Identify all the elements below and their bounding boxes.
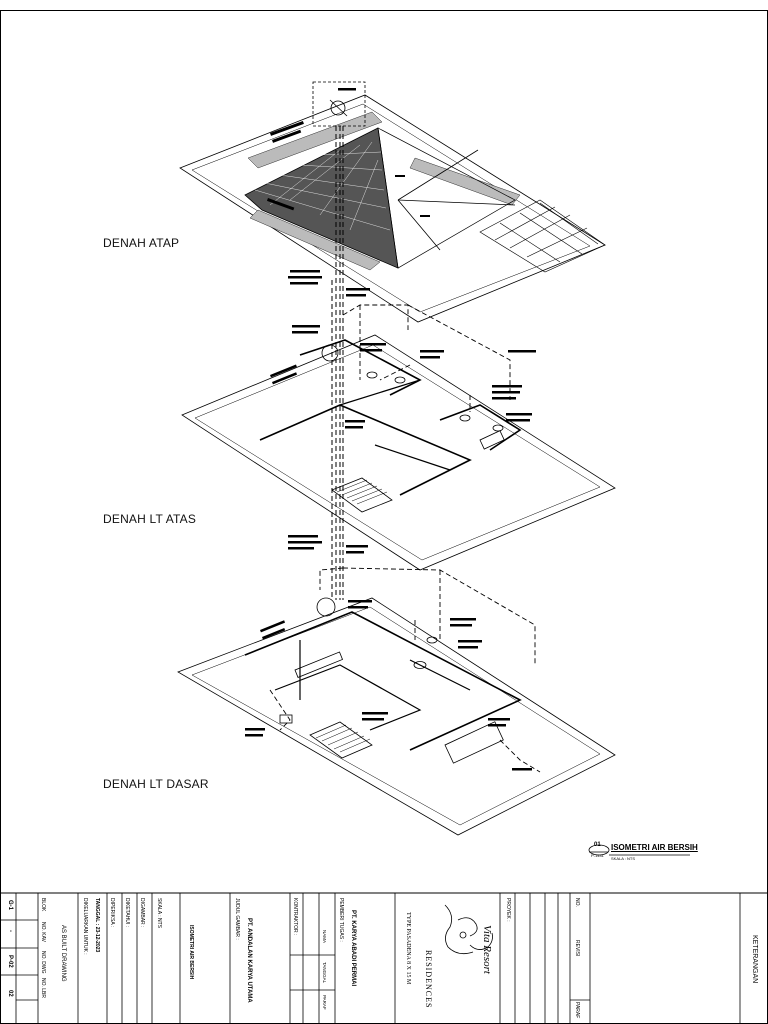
revisi-header: REVISI [574, 940, 580, 957]
lbr-header: NO. LBR [40, 978, 46, 999]
upper-floor-label: DENAH LT ATAS [103, 512, 197, 526]
roof-plan [179, 81, 606, 323]
diketahui-label: DIKETAHUI : [124, 898, 130, 928]
vita-resort-logo-text: Vita Resort [481, 925, 493, 974]
contractor-name: PT. ANDALAN KARYA UTAMA [246, 918, 252, 1003]
drawing-callout-symbol [588, 844, 690, 856]
dikeluarkan-label: DIKELUARKAN UNTUK : [82, 898, 88, 955]
as-built-label: AS BUILT DRAWING [60, 925, 66, 982]
tanggal-value: TANGGAL : 23-12-2023 [94, 898, 100, 953]
kav-value: - [7, 930, 13, 932]
blok-value: G-1 [7, 900, 13, 911]
kav-header: NO. KAV [40, 922, 46, 942]
ground-floor-label: DENAH LT DASAR [103, 777, 209, 791]
tanggal-header: TANGGAL [322, 962, 327, 984]
no-header: NO. [574, 898, 580, 907]
riser-pipes [331, 126, 344, 600]
proyek-label: PROYEK : [505, 898, 511, 922]
title-block-grid [0, 893, 741, 1024]
callout-scale: SKALA : NTS [611, 856, 636, 861]
judul-label: JUDUL GAMBAR : [234, 898, 240, 940]
digambar-label: DIGAMBAR : [139, 898, 145, 928]
pemberi-tugas-label: PEMBERI TUGAS : [338, 898, 344, 942]
diperiksa-label: DIPERIKSA : [109, 898, 115, 928]
keterangan-label: KETERANGAN [751, 935, 758, 984]
blok-header: BLOK [40, 898, 46, 912]
upper-floor-plan [181, 270, 616, 571]
callout-title: ISOMETRI AIR BERSIH [611, 843, 698, 852]
house-type: TYPE PASADENA 8 X 15 M [405, 912, 411, 985]
roof-plan-label: DENAH ATAP [103, 236, 180, 250]
kontraktor-label: KONTRAKTOR : [292, 898, 298, 936]
dwg-header: NO. DWG [40, 951, 46, 974]
ground-floor-plan [177, 535, 616, 836]
paraf-header: PARAF [574, 1002, 580, 1019]
drawing-title: ISOMETRI AIR BERSIH [188, 925, 194, 980]
lbr-value: 02 [7, 990, 13, 997]
dwg-value: P-02 [7, 955, 13, 968]
skala-label: SKALA : NTS [156, 898, 162, 929]
owner-name: PT. KARYA ABADI PERMAI [350, 910, 356, 987]
paraf-header-left: PARAF [322, 995, 327, 1010]
callout-number: 01 [594, 842, 601, 848]
residences-wordmark: RESIDENCES [424, 950, 433, 1009]
nama-header: NAMA [322, 930, 327, 944]
residence-logo [444, 904, 493, 955]
callout-ref: P-1441 [591, 853, 604, 858]
